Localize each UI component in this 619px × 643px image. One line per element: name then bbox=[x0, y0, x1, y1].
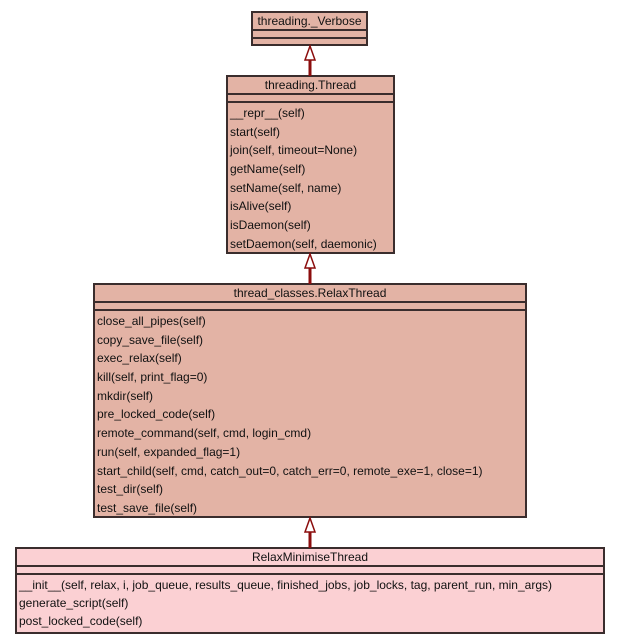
class-attributes-section bbox=[253, 29, 366, 37]
method: close_all_pipes(self) bbox=[97, 314, 206, 328]
class-attributes-section bbox=[228, 93, 393, 101]
method: test_save_file(self) bbox=[97, 500, 198, 515]
method: setDaemon(self, daemonic) bbox=[230, 236, 377, 251]
class-attributes-section bbox=[17, 565, 603, 573]
method: join(self, timeout=None) bbox=[230, 143, 358, 158]
method: kill(self, print_flag=0) bbox=[97, 370, 208, 385]
class-methods-section: __repr__(self) start(self) join(self, ti… bbox=[228, 101, 393, 254]
inheritance-arrow-thread-to-verbose bbox=[303, 44, 317, 76]
class-name: RelaxMinimiseThread bbox=[251, 550, 369, 564]
class-name: thread_classes.RelaxThread bbox=[233, 286, 387, 300]
inheritance-arrowhead-icon bbox=[303, 252, 317, 269]
class-relax-minimise-thread: RelaxMinimiseThread __init__(self, relax… bbox=[15, 547, 605, 634]
method: mkdir(self) bbox=[97, 388, 153, 403]
method: getName(self) bbox=[230, 162, 306, 177]
class-name: threading._Verbose bbox=[257, 14, 362, 28]
class-threading-thread: threading.Thread __repr__(self) start(se… bbox=[226, 75, 395, 254]
inheritance-arrowhead-icon bbox=[303, 516, 317, 533]
method: setName(self, name) bbox=[230, 180, 342, 195]
method: test_dir(self) bbox=[97, 482, 164, 497]
class-methods-section: __init__(self, relax, i, job_queue, resu… bbox=[17, 573, 603, 630]
method: remote_command(self, cmd, login_cmd) bbox=[97, 426, 312, 441]
inheritance-arrowhead-icon bbox=[303, 44, 317, 61]
inheritance-arrow-minimise-to-relaxthread bbox=[303, 516, 317, 548]
method: __repr__(self) bbox=[230, 106, 305, 120]
method: pre_locked_code(self) bbox=[97, 407, 216, 422]
class-attributes-section bbox=[95, 301, 525, 309]
class-methods-section: close_all_pipes(self) copy_save_file(sel… bbox=[95, 309, 525, 518]
class-name: threading.Thread bbox=[264, 78, 357, 92]
method: isDaemon(self) bbox=[230, 218, 311, 233]
method: copy_save_file(self) bbox=[97, 332, 204, 347]
class-threading-verbose: threading._Verbose bbox=[251, 11, 368, 46]
method: generate_script(self) bbox=[19, 596, 129, 610]
method: start(self) bbox=[230, 124, 281, 139]
class-relax-thread: thread_classes.RelaxThread close_all_pip… bbox=[93, 283, 527, 518]
class-methods-section bbox=[253, 37, 366, 46]
method: exec_relax(self) bbox=[97, 351, 182, 366]
method: post_locked_code(self) bbox=[19, 614, 143, 628]
method: run(self, expanded_flag=1) bbox=[97, 444, 241, 459]
method: isAlive(self) bbox=[230, 199, 292, 214]
method: start_child(self, cmd, catch_out=0, catc… bbox=[97, 463, 483, 478]
method: __init__(self, relax, i, job_queue, resu… bbox=[19, 578, 552, 592]
inheritance-arrow-relaxthread-to-thread bbox=[303, 252, 317, 284]
